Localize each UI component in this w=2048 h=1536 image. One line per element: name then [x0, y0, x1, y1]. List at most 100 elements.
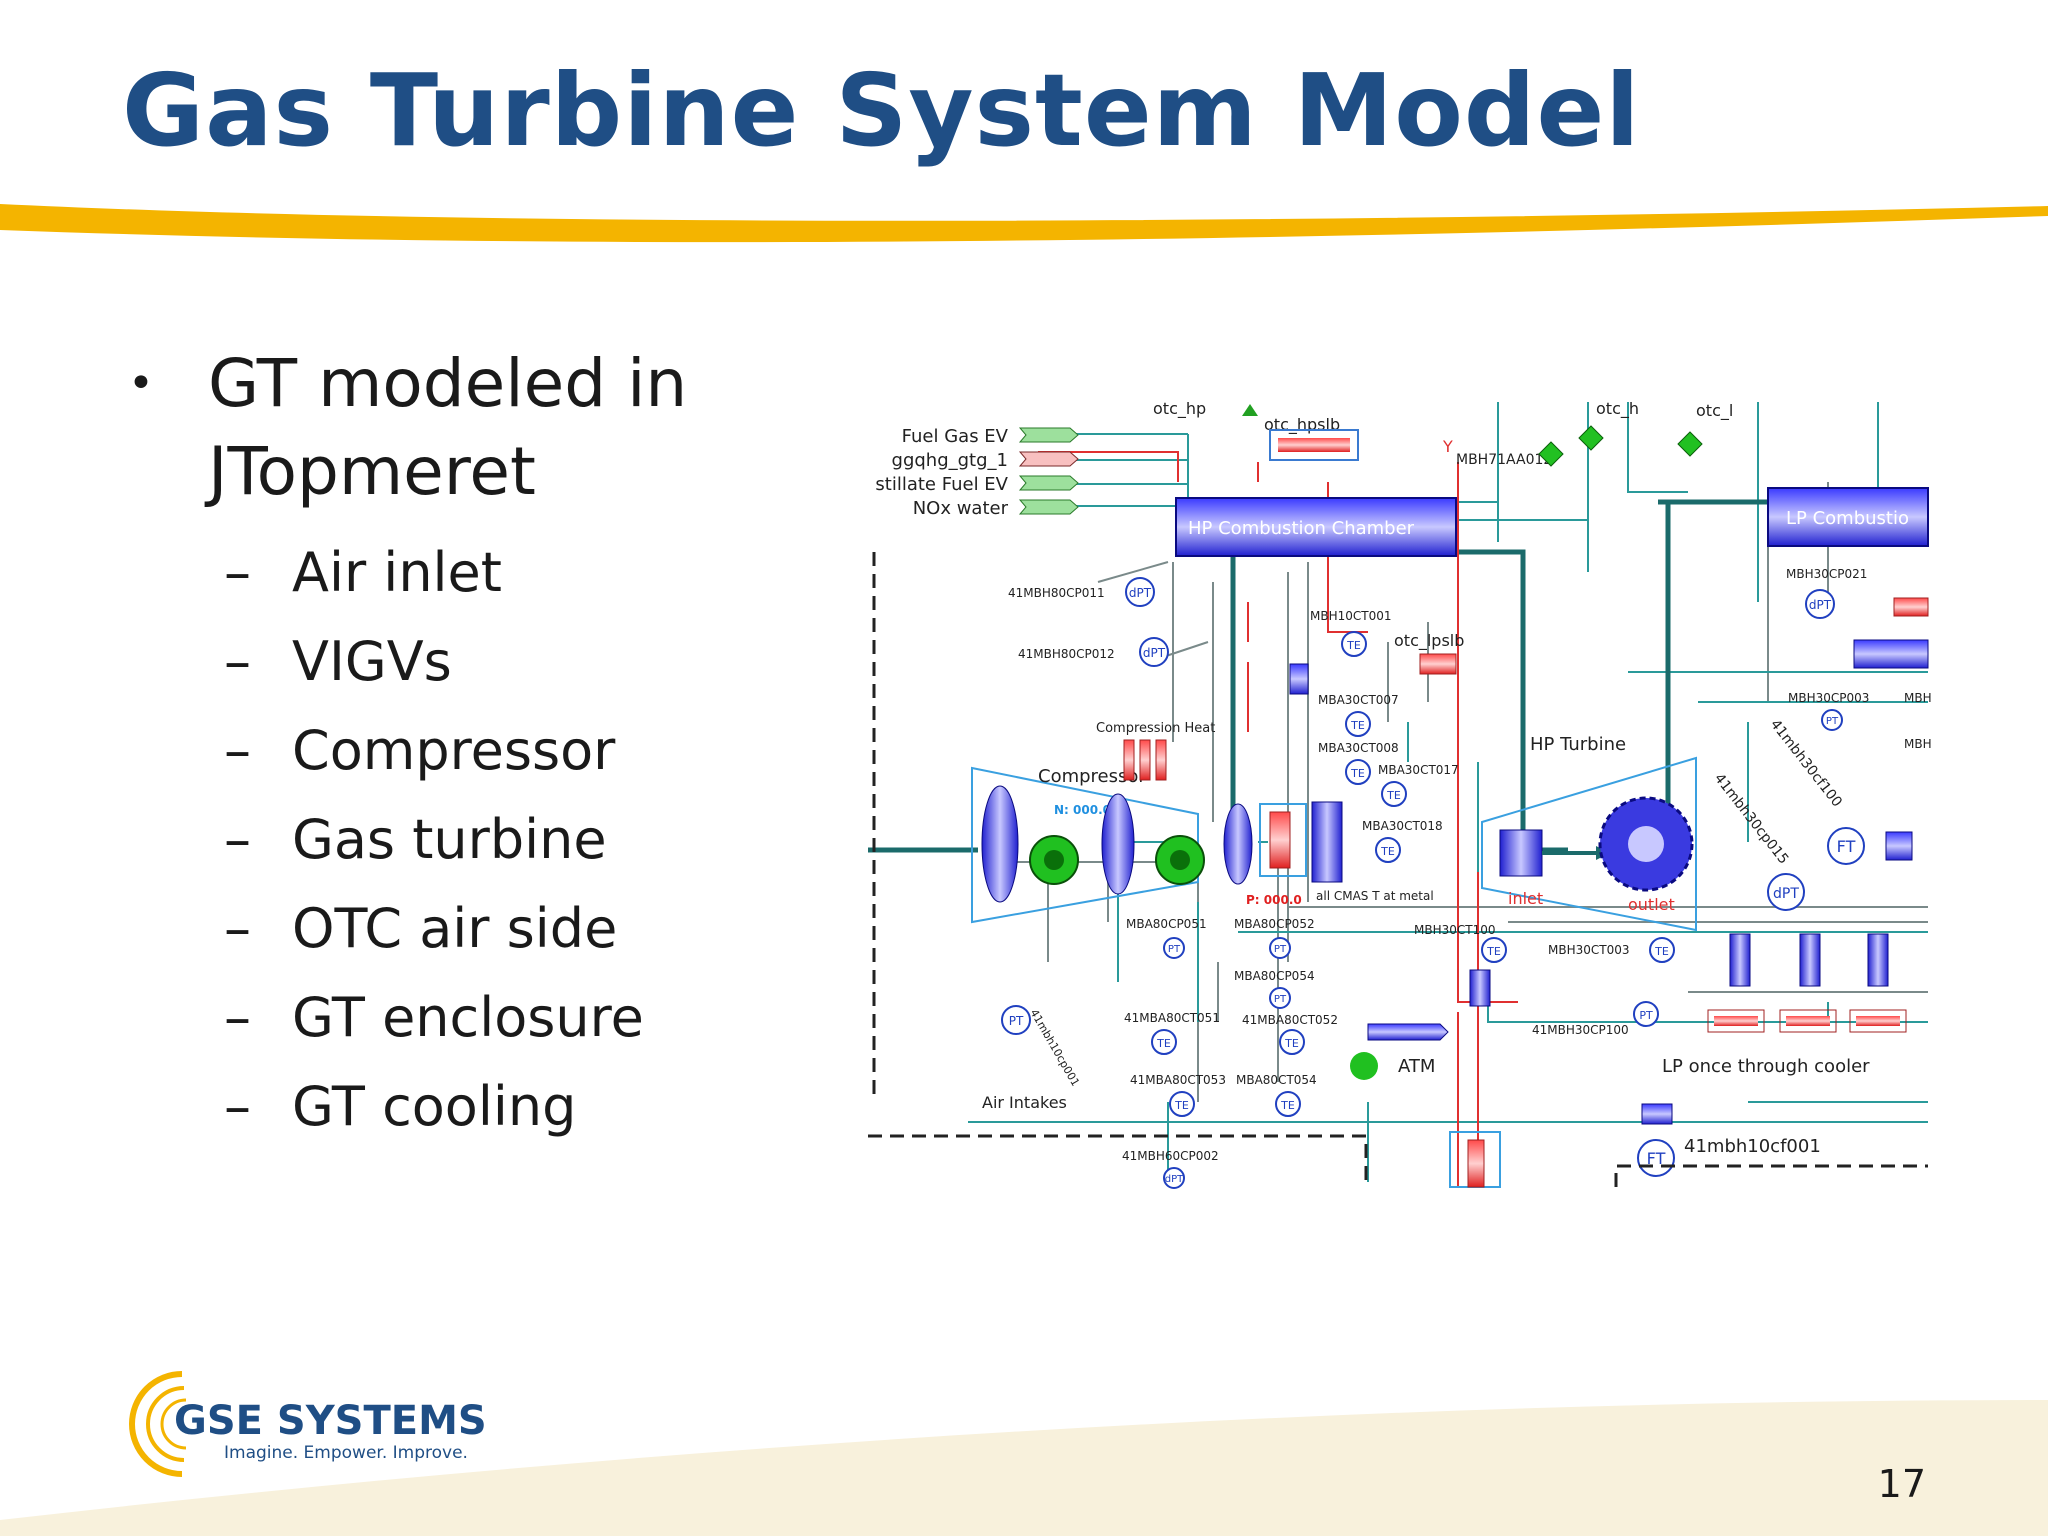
- tag-label: 41MBH30CP100: [1532, 1023, 1629, 1037]
- otc-lpslb-label: otc_lpslb: [1394, 631, 1464, 651]
- tag-label: 41MBH80CP011: [1008, 586, 1105, 600]
- instrument-label: PT: [1168, 944, 1181, 955]
- pt-icon: [1001, 1005, 1031, 1035]
- tag-label: MBA30CT018: [1362, 819, 1443, 833]
- dpt-icon: [1139, 637, 1169, 667]
- instrument-tags: 41MBH80CP011 dPT 41MBH80CP012 dPT MBH10C…: [1001, 567, 1932, 1189]
- tag-label: 41MBA80CT053: [1130, 1073, 1226, 1087]
- hp-combustion-chamber: [1175, 497, 1457, 557]
- sub-item-gt-cooling: –GT cooling: [120, 1062, 760, 1151]
- tag-label: MBA30CT017: [1378, 763, 1459, 777]
- tag-label: MBH: [1904, 737, 1932, 751]
- input-ggqhg: ggqhg_gtg_1: [892, 450, 1008, 471]
- sub-item-text: Compressor: [292, 719, 616, 782]
- hp-turbine-label: HP Turbine: [1530, 734, 1626, 755]
- cooler-heater: [1856, 1016, 1900, 1026]
- te-icon: [1275, 1091, 1301, 1117]
- input-nox-water: NOx water: [913, 498, 1009, 519]
- tag-label: MBA80CT054: [1236, 1073, 1317, 1087]
- instrument-label: PT: [1639, 1009, 1653, 1022]
- input-distillate-fuel: stillate Fuel EV: [875, 474, 1008, 495]
- lp-combustion-label: LP Combustio: [1786, 508, 1909, 529]
- otc-h-label: otc_h: [1596, 399, 1639, 419]
- cooler-block: [1799, 933, 1821, 987]
- logo-tagline: Imagine. Empower. Improve.: [224, 1443, 468, 1463]
- compressor-stages: [981, 785, 1253, 903]
- instrument-label: dPT: [1129, 586, 1152, 600]
- heater-box: [1259, 803, 1307, 877]
- tag-label: MBA80CP054: [1234, 969, 1315, 983]
- tag-label: 41MBA80CT051: [1124, 1011, 1220, 1025]
- valve-icon: [1677, 431, 1703, 457]
- page-number: 17: [1877, 1462, 1926, 1506]
- tag-label: 41MBH80CP012: [1018, 647, 1115, 661]
- sub-item-text: Gas turbine: [292, 808, 607, 871]
- te-icon: [1375, 837, 1401, 863]
- heater-element: [1269, 811, 1291, 869]
- tag-label: MBH30CT100: [1414, 923, 1496, 937]
- valve-icon: [1578, 425, 1604, 451]
- cooler-heater-box: [1779, 1009, 1837, 1033]
- instrument-label: TE: [1346, 639, 1361, 652]
- metal-temp-label: all CMAS T at metal: [1316, 889, 1434, 903]
- fuel-inputs: Fuel Gas EV ggqhg_gtg_1 stillate Fuel EV…: [875, 426, 1079, 519]
- lower-heater: [1467, 1139, 1485, 1188]
- lp-heater: [1893, 597, 1929, 617]
- cooler-heater: [1786, 1016, 1830, 1026]
- instrument-label: TE: [1350, 719, 1365, 732]
- hp-combustion-label: HP Combustion Chamber: [1188, 518, 1415, 539]
- ft-icon: [1827, 827, 1865, 865]
- atm-vent-arrow: [1367, 1023, 1449, 1041]
- sub-item-gt-enclosure: –GT enclosure: [120, 973, 760, 1062]
- atm-label: ATM: [1398, 1056, 1435, 1077]
- instrument-label: dPT: [1809, 598, 1832, 612]
- te-icon: [1279, 1029, 1305, 1055]
- tag-label: MBH30CP021: [1786, 567, 1867, 581]
- compressor-blade-icon: [981, 785, 1019, 903]
- tag-label: MBH10CT001: [1310, 609, 1392, 623]
- gse-systems-logo: GSE SYSTEMS Imagine. Empower. Improve.: [122, 1362, 487, 1482]
- hp-turbine-outline: [1481, 756, 1697, 932]
- sub-item-text: Air inlet: [292, 541, 502, 604]
- pt-icon: [1821, 709, 1843, 731]
- otc-hpslb-box: [1269, 429, 1359, 461]
- instrument-label: TE: [1350, 767, 1365, 780]
- footer-band: [0, 1400, 2048, 1536]
- sub-item-text: OTC air side: [292, 897, 618, 960]
- heat-element: [1139, 739, 1151, 781]
- tag-label: MBA80CP051: [1126, 917, 1207, 931]
- green-valves: [1538, 425, 1703, 467]
- instrument-label: TE: [1284, 1037, 1299, 1050]
- speed-readout: N: 000.0: [1054, 803, 1111, 817]
- otc-lpslb-heater: [1419, 653, 1457, 675]
- cooler-block: [1867, 933, 1889, 987]
- instrument-label: PT: [1274, 994, 1287, 1005]
- instrument-label: dPT: [1143, 646, 1166, 660]
- tag-label: MBH: [1904, 691, 1932, 705]
- input-fuel-gas-ev: Fuel Gas EV: [902, 426, 1009, 447]
- lp-combustion-chamber: [1767, 487, 1929, 547]
- heat-element: [1155, 739, 1167, 781]
- small-valve-block: [1289, 663, 1309, 695]
- tag-label: MBA30CT008: [1318, 741, 1399, 755]
- cooler-block: [1729, 933, 1751, 987]
- otc-hpslb-heater: [1278, 438, 1350, 452]
- compression-heat-label: Compression Heat: [1096, 721, 1215, 736]
- main-flow-lines: [868, 499, 1768, 853]
- instrument-label: TE: [1486, 945, 1501, 958]
- otc-hp-arrow-icon: [1242, 404, 1258, 416]
- outlet-label: outlet: [1628, 895, 1675, 914]
- pt-icon: [1163, 937, 1185, 959]
- sub-bullet-list: –Air inlet –VIGVs –Compressor –Gas turbi…: [120, 528, 760, 1151]
- tag-label: 41mbh30cp015: [1711, 771, 1792, 868]
- bullet-dot-icon: •: [128, 358, 154, 409]
- sub-item-air-inlet: –Air inlet: [120, 528, 760, 617]
- instrument-label: TE: [1380, 845, 1395, 858]
- fan-hub-icon: [1170, 850, 1190, 870]
- dpt-icon: [1125, 577, 1155, 607]
- cooler-heater-box: [1849, 1009, 1907, 1033]
- te-icon: [1341, 631, 1367, 657]
- instrument-label: TE: [1386, 789, 1401, 802]
- tag-label: MBH30CT003: [1548, 943, 1630, 957]
- sub-item-otc-air-side: –OTC air side: [120, 884, 760, 973]
